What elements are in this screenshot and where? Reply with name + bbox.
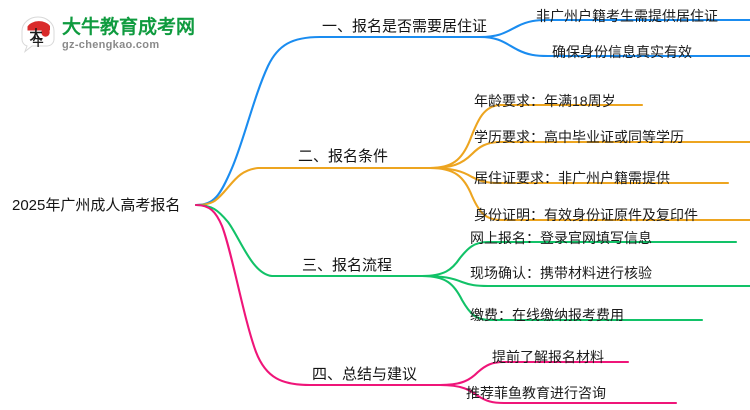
connector-branch-4 [194,203,678,405]
speech-bubble-logo-icon: 大 牛 [18,14,58,54]
mindmap-leaf-3-3[interactable]: 缴费：在线缴纳报考费用 [470,307,624,323]
mindmap-leaf-3-1[interactable]: 网上报名：登录官网填写信息 [470,230,652,246]
connector-branch-1 [194,18,750,207]
svg-text:牛: 牛 [33,35,44,49]
mindmap-branch-label-1[interactable]: 一、报名是否需要居住证 [322,18,488,35]
connector-branch-3 [194,203,750,322]
mindmap-root-node[interactable]: 2025年广州成人高考报名 [12,197,181,214]
mindmap-branch-label-2[interactable]: 二、报名条件 [298,148,389,165]
mindmap-leaf-1-1[interactable]: 非广州户籍考生需提供居住证 [536,8,718,24]
mindmap-branch-label-4[interactable]: 四、总结与建议 [312,366,418,383]
mindmap-leaf-1-2[interactable]: 确保身份信息真实有效 [552,44,692,60]
logo-text-block: 大牛教育成考网 gz-chengkao.com [62,17,195,52]
site-logo: 大 牛 大牛教育成考网 gz-chengkao.com [18,10,218,58]
svg-text:大: 大 [29,28,42,44]
mindmap-leaf-4-1[interactable]: 提前了解报名材料 [492,349,604,365]
connector-branch-2 [194,103,750,222]
mindmap-branch-label-3[interactable]: 三、报名流程 [302,257,393,274]
logo-title: 大牛教育成考网 [62,16,196,38]
mindmap-leaf-2-3[interactable]: 居住证要求：非广州户籍需提供 [474,170,670,186]
mindmap-leaf-4-2[interactable]: 推荐菲鱼教育进行咨询 [466,385,606,401]
mindmap-leaf-2-4[interactable]: 身份证明：有效身份证原件及复印件 [474,207,698,223]
mindmap-leaf-3-2[interactable]: 现场确认：携带材料进行核验 [470,265,652,281]
mindmap-leaf-2-2[interactable]: 学历要求：高中毕业证或同等学历 [474,129,684,145]
logo-url: gz-chengkao.com [62,38,160,51]
mindmap-leaf-2-1[interactable]: 年龄要求：年满18周岁 [474,93,616,109]
